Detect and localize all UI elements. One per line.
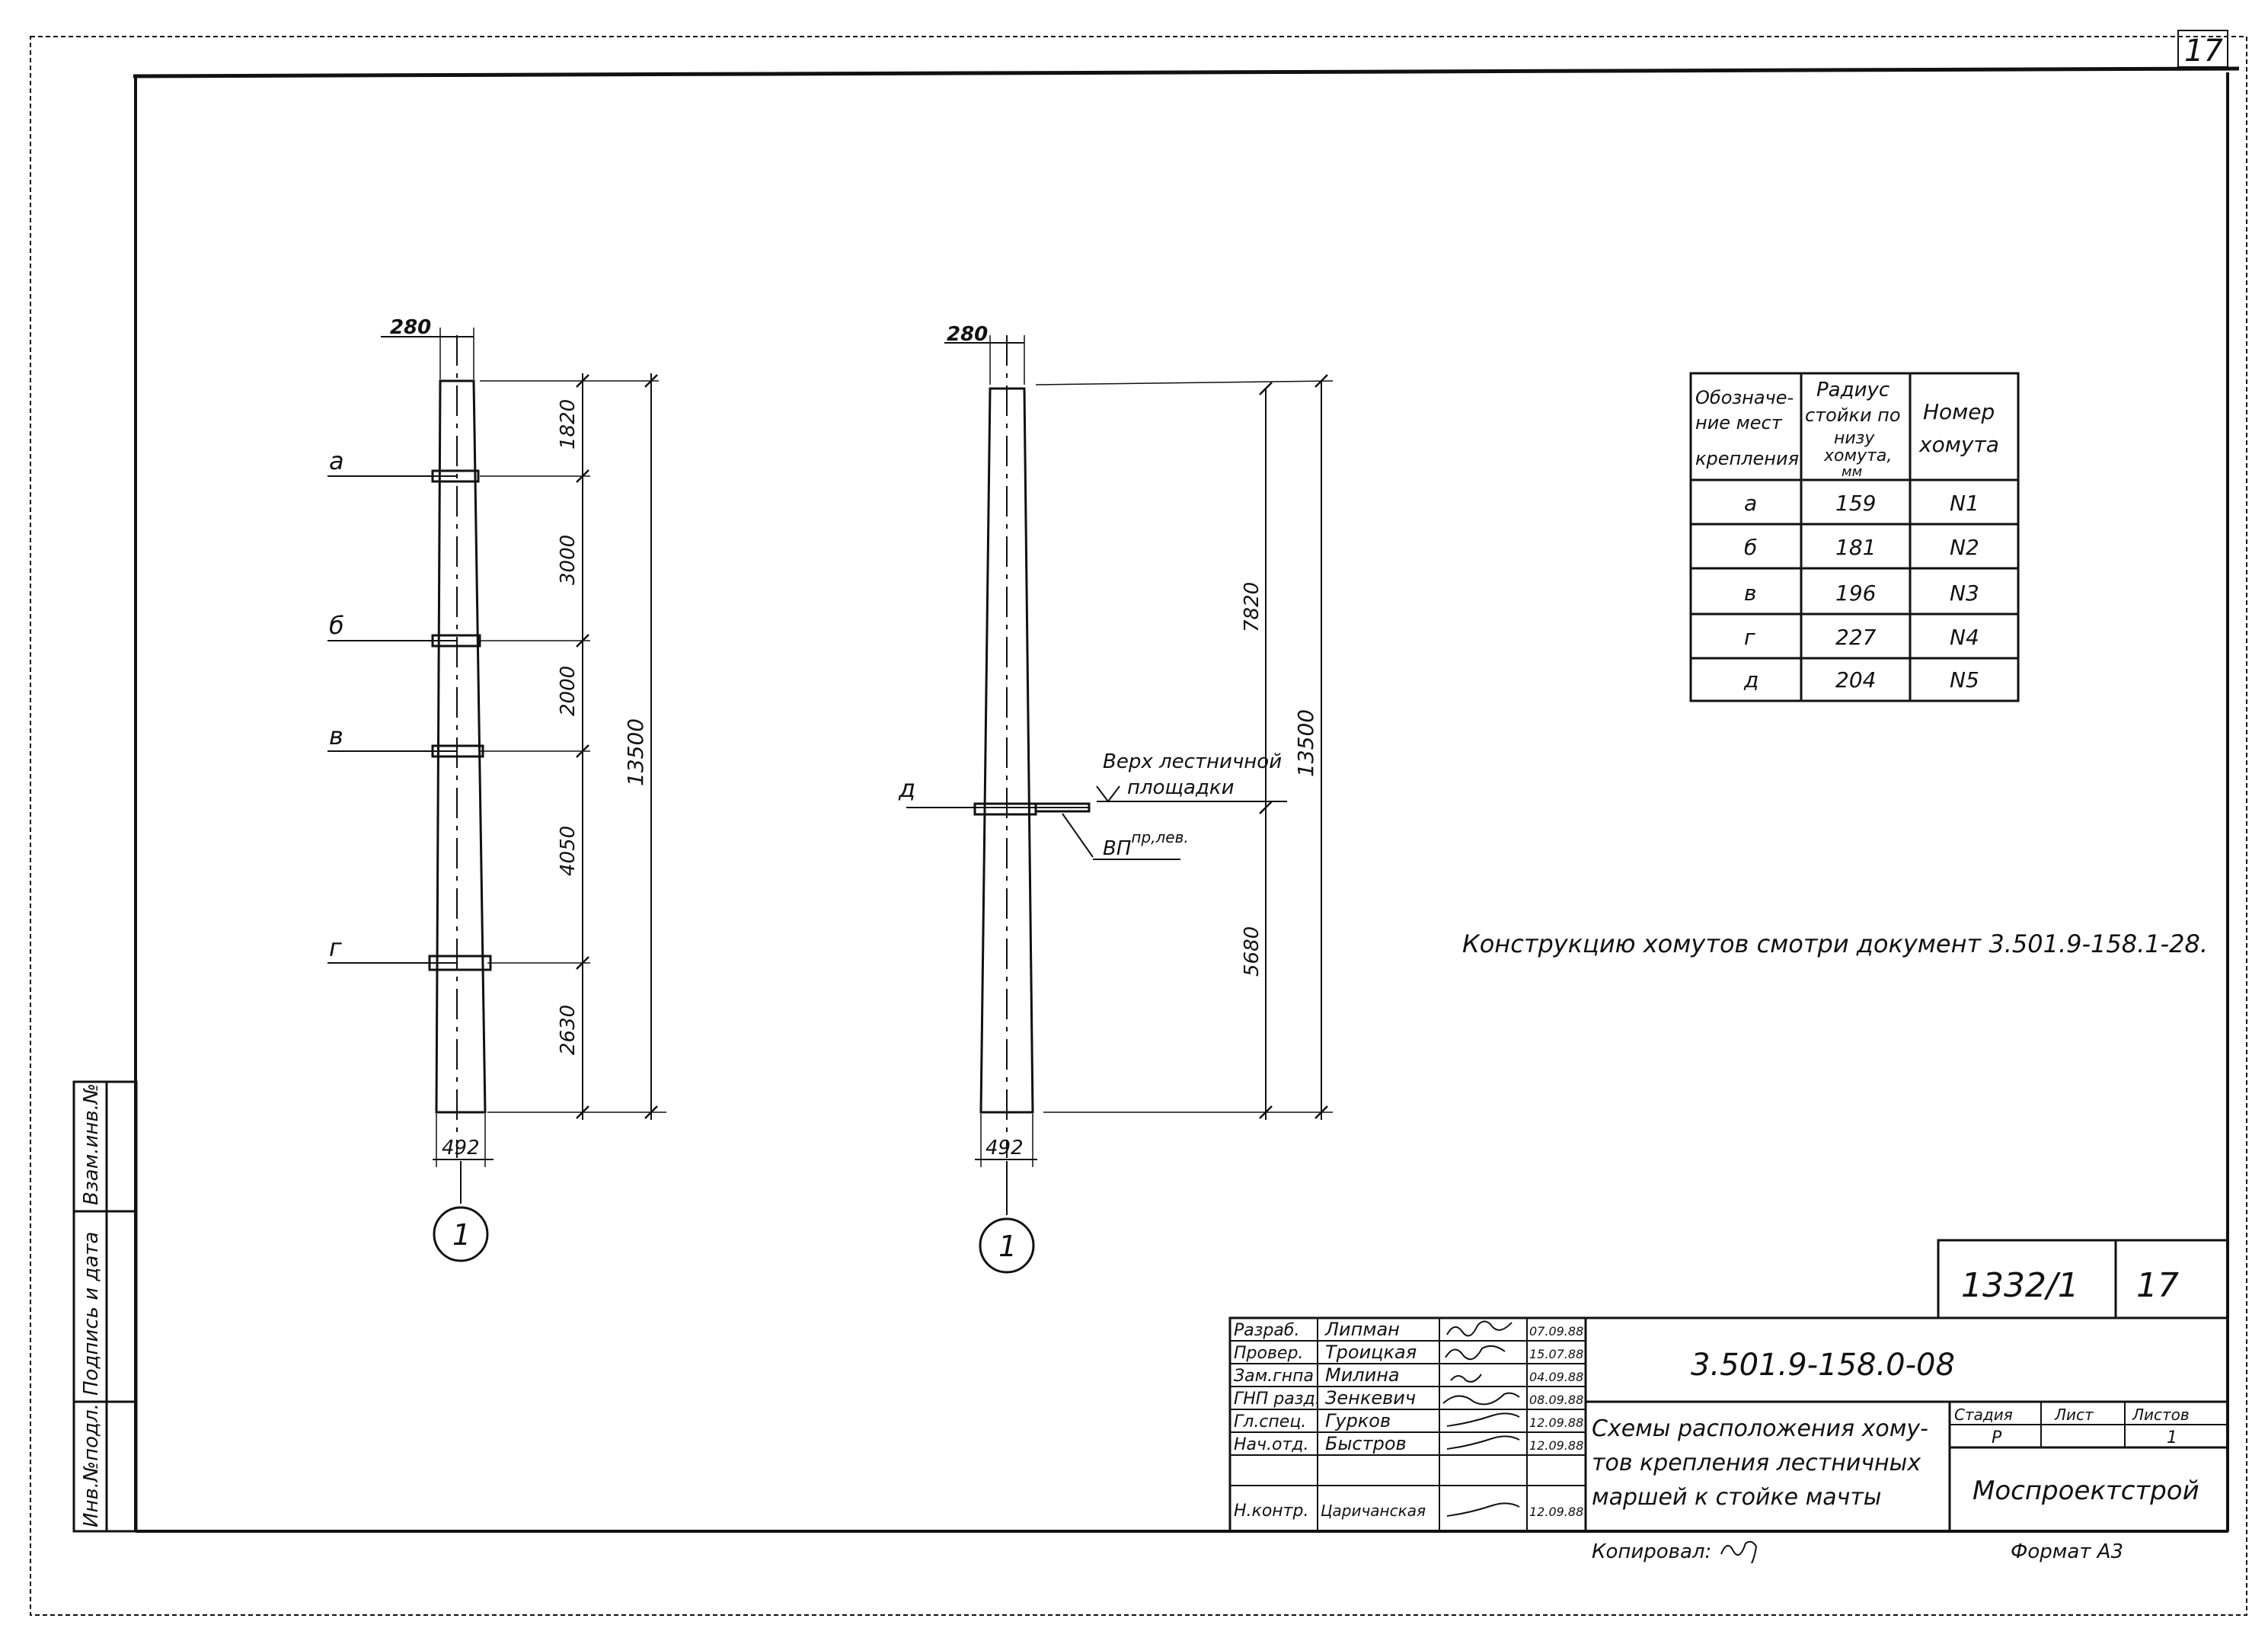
drawing-title-line2: тов крепления лестничных bbox=[1592, 1450, 1921, 1476]
table-header-col2-line4: хомута, bbox=[1823, 446, 1892, 465]
table-row-1-place: а bbox=[1744, 491, 1757, 516]
signature-rows: Разраб. Липман 07.09.88 Провер. Троицкая… bbox=[1234, 1319, 1583, 1521]
table-header-col1-line2: ние мест bbox=[1695, 412, 1783, 433]
left-top-width-label: 280 bbox=[390, 316, 431, 339]
landing-label-line1: Верх лестничной bbox=[1103, 750, 1282, 773]
sheet-header: Лист bbox=[2054, 1406, 2094, 1424]
point-label-a: а bbox=[329, 446, 344, 475]
stage-header: Стадия bbox=[1954, 1406, 2013, 1424]
sign-date-8: 12.09.88 bbox=[1529, 1505, 1583, 1519]
mast-elevation-right bbox=[906, 335, 1334, 1274]
clamp-table-header: Обозначе- ние мест крепления Радиус стой… bbox=[1695, 379, 1999, 480]
table-row-1-radius: 159 bbox=[1835, 491, 1876, 516]
sign-role-6: Нач.отд. bbox=[1234, 1435, 1309, 1454]
copied-by-signature bbox=[1720, 1540, 1758, 1564]
document-code: 3.501.9-158.0-08 bbox=[1691, 1348, 1955, 1383]
table-header-col2-line3: низу bbox=[1834, 429, 1875, 448]
left-mark-number: 1 bbox=[452, 1218, 471, 1252]
sign-date-2: 15.07.88 bbox=[1529, 1347, 1583, 1361]
right-dim-lower: 5680 bbox=[1241, 926, 1263, 977]
table-row-3-place: в bbox=[1744, 581, 1757, 606]
right-bottom-width-label: 492 bbox=[985, 1137, 1024, 1159]
left-dim-5: 2630 bbox=[557, 1005, 580, 1055]
sign-name-6: Быстров bbox=[1325, 1433, 1407, 1454]
clamp-table-grid bbox=[1689, 372, 2020, 702]
right-mark-number: 1 bbox=[998, 1230, 1017, 1263]
sign-name-4: Зенкевич bbox=[1325, 1387, 1416, 1409]
stage-value: Р bbox=[1992, 1428, 2002, 1447]
table-row-4-place: г bbox=[1744, 625, 1755, 650]
left-stamp-column bbox=[72, 1080, 138, 1533]
organization-name: Моспроектстрой bbox=[1973, 1476, 2199, 1506]
sheets-header: Листов bbox=[2132, 1406, 2190, 1424]
stamp-label-sign-date: Подпись и дата bbox=[80, 1232, 103, 1396]
sign-role-1: Разраб. bbox=[1234, 1321, 1299, 1340]
drawing-title-line1: Схемы расположения хому- bbox=[1592, 1415, 1928, 1442]
table-row-3-clamp: N3 bbox=[1950, 581, 1979, 606]
sign-role-3: Зам.гнпа bbox=[1234, 1367, 1314, 1386]
landing-label-line2: площадки bbox=[1127, 776, 1235, 799]
sign-name-1: Липман bbox=[1324, 1319, 1400, 1340]
corner-sheet-number: 17 bbox=[2184, 34, 2223, 69]
sign-name-8: Царичанская bbox=[1321, 1502, 1426, 1520]
left-dim-1: 1820 bbox=[557, 399, 580, 449]
right-dim-upper: 7820 bbox=[1241, 582, 1263, 632]
clamp-design-note: Конструкцию хомутов смотри документ 3.50… bbox=[1462, 929, 2208, 958]
table-row-5-clamp: N5 bbox=[1950, 667, 1979, 692]
left-dim-total: 13500 bbox=[623, 718, 648, 786]
copied-by-label: Копировал: bbox=[1592, 1540, 1711, 1563]
sign-role-5: Гл.спец. bbox=[1234, 1412, 1306, 1431]
sign-date-5: 12.09.88 bbox=[1529, 1415, 1583, 1430]
point-label-b: б bbox=[329, 611, 344, 640]
sign-name-5: Гурков bbox=[1325, 1410, 1391, 1431]
part-mark: ВПпр,лев. bbox=[1103, 828, 1189, 860]
table-row-1-clamp: N1 bbox=[1950, 491, 1979, 516]
table-row-4-radius: 227 bbox=[1835, 625, 1877, 650]
table-row-5-place: д bbox=[1743, 667, 1758, 692]
clamp-table-body: а 159 N1 б 181 N2 в 196 N3 г 227 N4 д 20… bbox=[1743, 491, 1979, 692]
handwritten-signatures bbox=[1442, 1320, 1520, 1517]
table-header-col3-line1: Номер bbox=[1923, 399, 1995, 424]
sheet-format: Формат А3 bbox=[2011, 1540, 2123, 1563]
sheets-value: 1 bbox=[2167, 1428, 2177, 1447]
table-row-2-clamp: N2 bbox=[1950, 535, 1979, 560]
table-header-col2-line1: Радиус bbox=[1816, 379, 1889, 401]
sign-date-3: 04.09.88 bbox=[1529, 1370, 1583, 1384]
sign-role-4: ГНП разд. bbox=[1234, 1390, 1321, 1409]
album-number: 1332/1 bbox=[1961, 1266, 2079, 1305]
table-row-3-radius: 196 bbox=[1835, 581, 1876, 606]
sign-date-6: 12.09.88 bbox=[1529, 1438, 1583, 1453]
table-row-5-radius: 204 bbox=[1835, 667, 1876, 692]
table-header-col2-line2: стойки по bbox=[1805, 405, 1901, 426]
table-header-col3-line2: хомута bbox=[1918, 432, 1999, 457]
point-label-v: в bbox=[329, 721, 343, 750]
title-block-grid bbox=[1228, 1239, 2229, 1533]
left-dim-3: 2000 bbox=[557, 666, 580, 716]
sign-name-3: Милина bbox=[1325, 1364, 1400, 1386]
sign-date-4: 08.09.88 bbox=[1529, 1393, 1583, 1407]
table-header-col2-line5: мм bbox=[1842, 464, 1862, 480]
table-header-col1-line3: крепления bbox=[1695, 448, 1799, 469]
sign-role-2: Провер. bbox=[1234, 1344, 1303, 1363]
sign-name-2: Троицкая bbox=[1325, 1342, 1417, 1363]
table-row-2-place: б bbox=[1744, 535, 1757, 560]
left-dim-4: 4050 bbox=[557, 826, 580, 876]
point-label-g: г bbox=[329, 933, 342, 962]
right-top-width-label: 280 bbox=[947, 323, 988, 346]
stamp-label-inventory: Инв.№подл. bbox=[80, 1403, 103, 1527]
stamp-label-replace: Взам.инв.№ bbox=[80, 1083, 103, 1205]
sheet-number: 17 bbox=[2136, 1266, 2179, 1305]
mast-elevation-left bbox=[327, 328, 666, 1262]
left-dim-2: 3000 bbox=[557, 535, 580, 585]
table-row-4-clamp: N4 bbox=[1950, 625, 1979, 650]
right-dim-total: 13500 bbox=[1293, 709, 1318, 777]
drawing-title-line3: маршей к стойке мачты bbox=[1592, 1484, 1882, 1511]
sign-date-1: 07.09.88 bbox=[1529, 1324, 1583, 1339]
table-header-col1-line1: Обозначе- bbox=[1695, 387, 1794, 408]
left-bottom-width-label: 492 bbox=[442, 1137, 480, 1159]
sign-role-8: Н.контр. bbox=[1234, 1502, 1308, 1521]
table-row-2-radius: 181 bbox=[1835, 535, 1876, 560]
point-label-d: д bbox=[898, 774, 915, 803]
